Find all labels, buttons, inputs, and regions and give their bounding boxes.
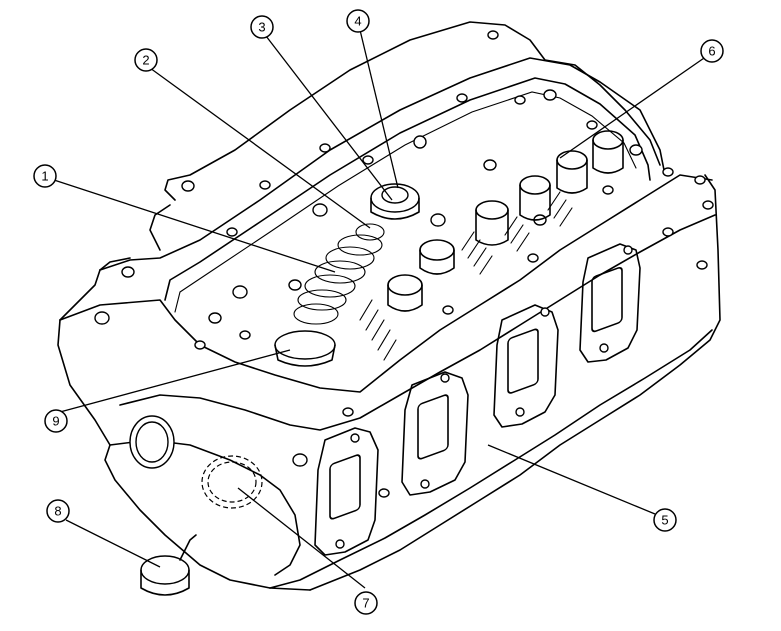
leader-7 — [237, 487, 366, 589]
svg-text:5: 5 — [661, 513, 668, 528]
svg-text:2: 2 — [142, 53, 149, 68]
callout-7: 7 — [354, 591, 378, 615]
front-face-ports — [129, 415, 263, 596]
leader-8 — [65, 519, 161, 568]
exhaust-ports — [314, 243, 641, 556]
valve-assemblies — [274, 130, 624, 367]
callout-4: 4 — [346, 9, 370, 33]
svg-text:1: 1 — [41, 169, 48, 184]
svg-text:7: 7 — [362, 596, 369, 611]
callout-9: 9 — [44, 409, 68, 433]
leader-1 — [53, 179, 336, 273]
callout-1: 1 — [33, 164, 57, 188]
leader-3 — [265, 35, 393, 201]
svg-text:4: 4 — [354, 14, 361, 29]
callout-5: 5 — [653, 508, 677, 532]
svg-text:9: 9 — [52, 414, 59, 429]
callout-2: 2 — [134, 48, 158, 72]
callout-6: 6 — [700, 39, 724, 63]
svg-text:8: 8 — [54, 504, 61, 519]
leader-4 — [359, 29, 399, 189]
svg-text:3: 3 — [258, 20, 265, 35]
leader-lines — [53, 29, 708, 589]
callout-8: 8 — [46, 499, 70, 523]
leader-5 — [487, 444, 656, 515]
svg-text:6: 6 — [708, 44, 715, 59]
leader-2 — [149, 67, 371, 229]
callout-3: 3 — [250, 15, 274, 39]
bolt-holes — [94, 30, 714, 498]
leader-9 — [59, 349, 291, 413]
callouts: 1 2 3 4 5 6 7 8 — [33, 9, 724, 615]
leader-6 — [559, 55, 708, 159]
